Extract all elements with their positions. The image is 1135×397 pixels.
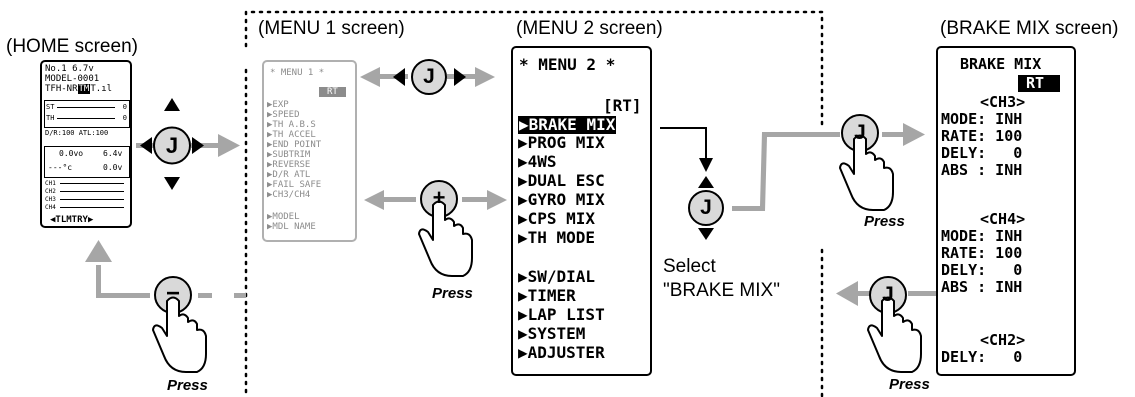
home-volt2: 6.4v	[103, 149, 122, 159]
brake-ch2-header: <CH2>	[980, 332, 1025, 349]
home-system-mode: TFH-NR	[45, 84, 78, 94]
brake-setting-row[interactable]: RATE: 100	[941, 128, 1022, 145]
menu1-item[interactable]: ▶END POINT	[267, 140, 321, 150]
menu1-item[interactable]: ▶FAIL SAFE	[267, 180, 321, 190]
press-label-j-bottom: Press	[889, 376, 930, 393]
j-press-button-top[interactable]: J	[852, 121, 868, 145]
menu2-item-list-2: ▶SW/DIAL▶TIMER▶LAP LIST▶SYSTEM▶ADJUSTER	[518, 268, 605, 363]
menu1-item[interactable]: ▶MODEL	[267, 212, 316, 222]
home-telemetry-box: 0.0vo 6.4v ---°c 0.0v	[44, 146, 130, 178]
press-label-minus: Press	[167, 377, 208, 394]
brake-ch3-header: <CH3>	[980, 94, 1025, 111]
brake-setting-row[interactable]: ABS : INH	[941, 162, 1022, 179]
home-tm-badge: TM	[78, 84, 91, 94]
home-trim-box: ST 0 TH 0	[44, 100, 130, 128]
menu2-item[interactable]: ▶LAP LIST	[518, 306, 605, 325]
home-line3: TFH-NRTMT.ıl	[45, 84, 112, 94]
j-press-button-bottom[interactable]: J	[880, 283, 896, 307]
brake-setting-row[interactable]: MODE: INH	[941, 228, 1022, 245]
menu1-title: * MENU 1 *	[270, 68, 324, 78]
home-th-label: TH	[46, 113, 54, 123]
brake-setting-row[interactable]: DELY: 0	[941, 145, 1022, 162]
home-th-value: 0	[123, 113, 127, 123]
home-footer: ◀TLMTRY▶	[50, 215, 93, 225]
home-ch2-bar	[60, 191, 124, 192]
plus-button[interactable]: +	[431, 185, 447, 211]
home-ch3-bar	[60, 199, 124, 200]
home-ch2: CH2	[45, 188, 56, 195]
menu2-j-button[interactable]: J	[698, 196, 714, 220]
menu1-item[interactable]: ▶SUBTRIM	[267, 150, 321, 160]
menu1-screen-lcd: * MENU 1 * RT ▶EXP▶SPEED▶TH A.B.S▶TH ACC…	[262, 60, 357, 242]
menu2-item[interactable]: ▶CPS MIX	[518, 210, 605, 229]
menu1-item[interactable]: ▶EXP	[267, 100, 321, 110]
menu2-item[interactable]: ▶PROG MIX	[518, 134, 605, 153]
home-line2: MODEL-0001	[45, 74, 99, 84]
menu1-item[interactable]: ▶CH3/CH4	[267, 190, 321, 200]
brake-setting-row[interactable]: DELY: 0	[941, 349, 1022, 366]
menu2-item[interactable]: ▶SYSTEM	[518, 325, 605, 344]
home-volt1: 0.0vo	[59, 149, 83, 159]
press-label-j-top: Press	[864, 213, 905, 230]
press-label-plus: Press	[432, 285, 473, 302]
brake-ch2-rows: DELY: 0	[941, 349, 1022, 366]
brake-title: BRAKE MIX	[960, 56, 1041, 73]
home-line1: No.1 6.7v	[45, 64, 94, 74]
menu1-item[interactable]: ▶SPEED	[267, 110, 321, 120]
home-ch1-bar	[60, 183, 124, 184]
brake-setting-row[interactable]: MODE: INH	[941, 111, 1022, 128]
home-footer-label: TLMTRY	[55, 215, 88, 225]
menu2-selected-label: BRAKE MIX	[529, 115, 616, 134]
menu1-item[interactable]: ▶MDL NAME	[267, 222, 316, 232]
menu2-selected-brake-mix[interactable]: ▶BRAKE MIX	[518, 116, 616, 134]
select-note-line1: Select	[663, 256, 716, 278]
home-screen-lcd: No.1 6.7v MODEL-0001 TFH-NRTMT.ıl ST 0 T…	[40, 60, 132, 228]
menu2-screen-lcd: * MENU 2 * [RT] ▶BRAKE MIX ▶PROG MIX▶4WS…	[511, 46, 652, 376]
home-st-bar	[57, 107, 115, 108]
menu2-item[interactable]: ▶TH MODE	[518, 229, 605, 248]
menu1-item[interactable]: ▶D/R ATL	[267, 170, 321, 180]
menu1-item-list: ▶EXP▶SPEED▶TH A.B.S▶TH ACCEL▶END POINT▶S…	[267, 100, 321, 200]
home-ch3: CH3	[45, 196, 56, 203]
home-signal-icon: T.ıl	[90, 84, 112, 94]
menu1-item[interactable]: ▶TH ACCEL	[267, 130, 321, 140]
menu1-item[interactable]: ▶REVERSE	[267, 160, 321, 170]
menu-j-button[interactable]: J	[421, 65, 437, 89]
home-volt3: 0.0v	[103, 163, 122, 173]
home-th-bar	[57, 118, 115, 119]
brake-ch4-header: <CH4>	[980, 211, 1025, 228]
home-st-label: ST	[46, 102, 54, 112]
menu2-item[interactable]: ▶TIMER	[518, 287, 605, 306]
brake-setting-row[interactable]: DELY: 0	[941, 262, 1022, 279]
menu1-rt: RT	[319, 87, 346, 97]
menu2-item[interactable]: ▶ADJUSTER	[518, 344, 605, 363]
menu2-item[interactable]: ▶DUAL ESC	[518, 172, 605, 191]
menu2-item[interactable]: ▶SW/DIAL	[518, 268, 605, 287]
brake-setting-row[interactable]: RATE: 100	[941, 245, 1022, 262]
select-note-line2: "BRAKE MIX"	[663, 280, 780, 302]
menu1-item-list-2: ▶MODEL▶MDL NAME	[267, 212, 316, 232]
home-temp: ---°c	[48, 163, 72, 173]
home-st-value: 0	[123, 102, 127, 112]
home-ch1: CH1	[45, 180, 56, 187]
menu2-item-list: ▶PROG MIX▶4WS▶DUAL ESC▶GYRO MIX▶CPS MIX▶…	[518, 134, 605, 248]
menu2-title: * MENU 2 *	[519, 56, 615, 74]
home-ch4-bar	[60, 207, 124, 208]
menu2-item[interactable]: ▶GYRO MIX	[518, 191, 605, 210]
minus-button[interactable]: −	[165, 280, 181, 308]
home-footer-right-icon: ▶	[88, 215, 93, 225]
menu2-item[interactable]: ▶4WS	[518, 153, 605, 172]
home-dr-atl: D/R:100 ATL:100	[45, 128, 108, 138]
home-j-button[interactable]: J	[164, 133, 180, 159]
menu1-item[interactable]: ▶TH A.B.S	[267, 120, 321, 130]
home-ch4: CH4	[45, 204, 56, 211]
menu2-rt: [RT]	[603, 97, 642, 115]
brake-setting-row[interactable]: ABS : INH	[941, 279, 1022, 296]
brake-rt-badge: RT	[1018, 75, 1060, 92]
